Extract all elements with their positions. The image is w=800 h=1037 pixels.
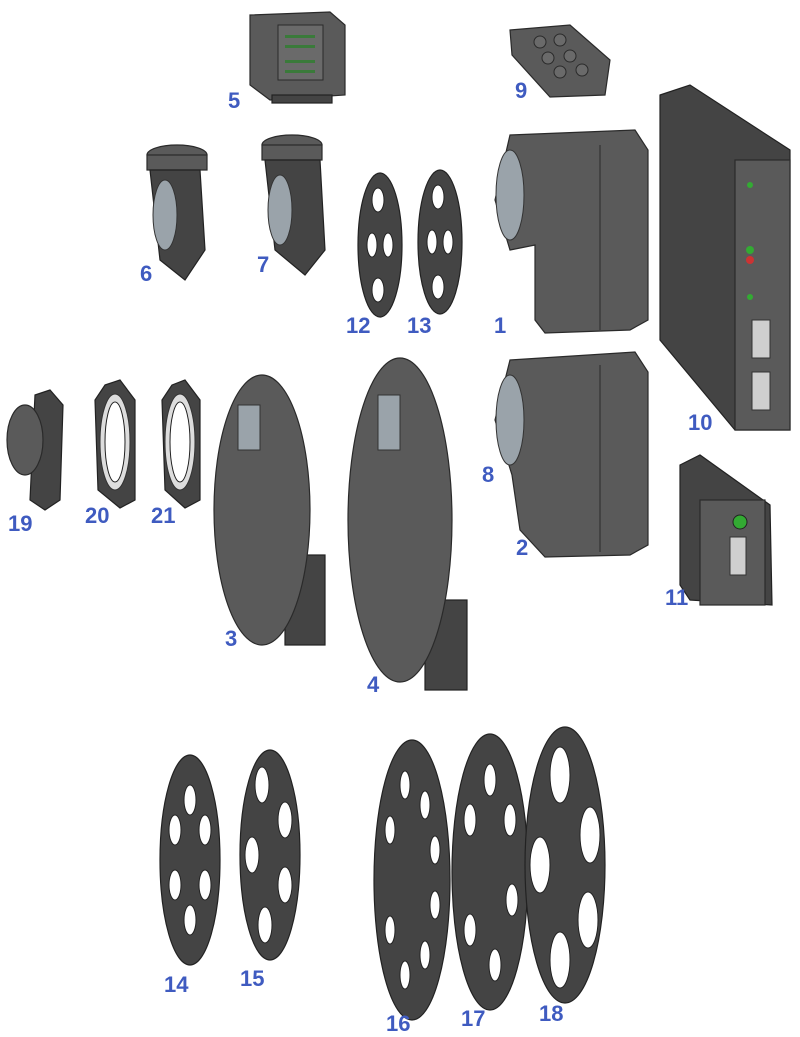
part-14-filter-wheel [159, 754, 221, 966]
label-19: 19 [8, 511, 32, 536]
label-14: 14 [164, 972, 189, 997]
part-5-small-camera [249, 11, 346, 104]
part-3-filter-wheel-housing [213, 374, 326, 646]
label-18: 18 [539, 1001, 563, 1026]
label-4: 4 [367, 672, 380, 697]
label-1: 1 [494, 313, 506, 338]
part-9-filter-holder [509, 24, 611, 98]
part-8-camera [494, 351, 649, 558]
part-15-filter-wheel [239, 749, 301, 961]
part-labels: 5 9 6 7 12 13 1 10 8 2 11 19 20 21 3 4 1… [8, 78, 712, 1036]
label-15: 15 [240, 966, 264, 991]
part-1-camera [494, 129, 649, 334]
label-3: 3 [225, 626, 237, 651]
part-4-filter-wheel-housing [347, 357, 468, 691]
part-18-filter-wheel [524, 726, 606, 1004]
label-2: 2 [516, 535, 528, 560]
label-13: 13 [407, 313, 431, 338]
label-11: 11 [665, 585, 688, 610]
part-19-adapter [6, 389, 64, 511]
label-6: 6 [140, 261, 152, 286]
label-16: 16 [386, 1011, 410, 1036]
part-20-bayonet [94, 379, 136, 509]
label-10: 10 [688, 410, 712, 435]
part-16-filter-wheel [373, 739, 451, 1021]
label-20: 20 [85, 503, 109, 528]
part-21-bayonet [161, 379, 201, 509]
label-7: 7 [257, 252, 269, 277]
part-17-filter-wheel [451, 733, 529, 1011]
label-17: 17 [461, 1006, 485, 1031]
part-11-power-module [679, 454, 773, 606]
label-8: 8 [482, 462, 494, 487]
part-12-filter-wheel [357, 172, 403, 318]
label-5: 5 [228, 88, 240, 113]
label-12: 12 [346, 313, 370, 338]
part-6-adapter [146, 144, 208, 281]
part-13-filter-wheel [417, 169, 463, 315]
label-21: 21 [151, 503, 175, 528]
part-10-controller-box [659, 84, 791, 431]
part-7-adapter [261, 134, 326, 276]
label-9: 9 [515, 78, 527, 103]
